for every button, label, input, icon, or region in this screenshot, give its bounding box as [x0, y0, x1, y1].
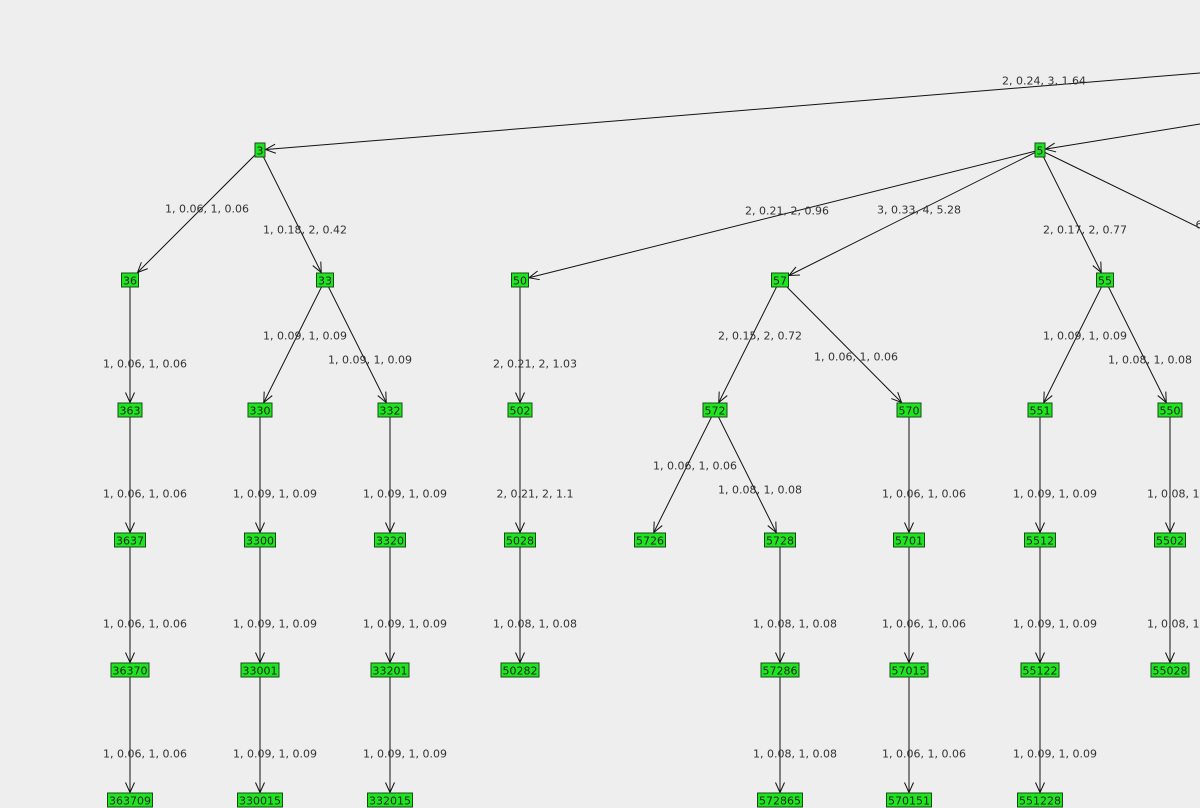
tree-node-572865[interactable]: 572865: [757, 793, 803, 808]
edge-n57-n570: [780, 280, 909, 410]
edge-label: 1, 0.06, 1, 0.06: [103, 748, 187, 761]
tree-node-502[interactable]: 502: [508, 403, 533, 418]
edge-label: 1, 0.08, 1, 0.08: [718, 484, 802, 497]
edge-label: 1, 0.18, 2, 0.42: [263, 224, 347, 237]
tree-node-55028[interactable]: 55028: [1151, 663, 1190, 678]
edge-label: 1, 0.08, 1,: [1147, 618, 1200, 631]
tree-node-330015[interactable]: 330015: [237, 793, 283, 808]
edge-label: 1, 0.09, 1, 0.09: [1013, 488, 1097, 501]
edge-label: 1, 0.09, 1, 0.09: [263, 330, 347, 343]
edge-label: 1, 0.06, 1, 0.06: [882, 748, 966, 761]
edge-label: 1, 0.06, 1, 0.06: [165, 203, 249, 216]
tree-node-55[interactable]: 55: [1096, 273, 1114, 288]
tree-node-57015[interactable]: 57015: [890, 663, 929, 678]
edge-label: 1, 0.08, 1, 0.08: [1108, 354, 1192, 367]
edge-n55-n550: [1105, 280, 1170, 410]
edge-offR2-n5: [1040, 124, 1200, 150]
edge-label: 1, 0.09, 1, 0.09: [363, 488, 447, 501]
edge-label: 1, 0.09, 1, 0.09: [1043, 330, 1127, 343]
edge-label: 2, 0.24, 3, 1.64: [1002, 75, 1086, 88]
tree-node-3[interactable]: 3: [255, 143, 266, 158]
tree-node-5728[interactable]: 5728: [764, 533, 796, 548]
tree-node-36370[interactable]: 36370: [111, 663, 150, 678]
tree-node-36[interactable]: 36: [121, 273, 139, 288]
edge-label: 1, 0.09, 1, 0.09: [233, 748, 317, 761]
tree-node-50[interactable]: 50: [511, 273, 529, 288]
tree-node-332015[interactable]: 332015: [367, 793, 413, 808]
tree-node-570151[interactable]: 570151: [886, 793, 932, 808]
edge-n33-n330: [260, 280, 325, 410]
tree-node-5701[interactable]: 5701: [893, 533, 925, 548]
edge-label: 1, 0.09, 1, 0.09: [363, 748, 447, 761]
tree-node-3320[interactable]: 3320: [374, 533, 406, 548]
edge-label: 1, 0.08, 1, 0.08: [753, 618, 837, 631]
edge-label: 2, 0.15, 2, 0.72: [718, 330, 802, 343]
edge-label: 1, 0.08, 1,: [1147, 488, 1200, 501]
edge-label: 2, 0.21, 2, 1.1: [497, 488, 574, 501]
edge-n57-n572: [715, 280, 780, 410]
edge-label: 1, 0.09, 1, 0.09: [363, 618, 447, 631]
tree-node-570[interactable]: 570: [897, 403, 922, 418]
edge-label: 1, 0.09, 1, 0.09: [233, 618, 317, 631]
edge-label: 1, 0.06, 1, 0.06: [103, 488, 187, 501]
tree-node-551[interactable]: 551: [1028, 403, 1053, 418]
tree-node-5028[interactable]: 5028: [504, 533, 536, 548]
edge-n33-n332: [325, 280, 390, 410]
edge-label: 1, 0.06, 1, 0.06: [103, 358, 187, 371]
edge-label: 2, 0.21, 2, 0.96: [745, 205, 829, 218]
edge-label: 2, 0.21, 2, 1.03: [493, 358, 577, 371]
tree-node-57[interactable]: 57: [771, 273, 789, 288]
edge-n572-n5728: [715, 410, 780, 540]
tree-node-572[interactable]: 572: [703, 403, 728, 418]
edge-n55-n551: [1040, 280, 1105, 410]
edge-label: 1, 0.09, 1, 0.09: [1013, 618, 1097, 631]
tree-node-50282[interactable]: 50282: [501, 663, 540, 678]
edge-n3-n33: [260, 150, 325, 280]
edge-label: 1, 0.08, 1, 0.08: [493, 618, 577, 631]
tree-node-33001[interactable]: 33001: [241, 663, 280, 678]
tree-node-5512[interactable]: 5512: [1024, 533, 1056, 548]
edge-label: 1, 0.06, 1, 0.06: [814, 351, 898, 364]
edge-label: 1, 0.08, 1, 0.08: [753, 748, 837, 761]
tree-node-550[interactable]: 550: [1158, 403, 1183, 418]
tree-node-3300[interactable]: 3300: [244, 533, 276, 548]
tree-node-363709[interactable]: 363709: [107, 793, 153, 808]
tree-node-332[interactable]: 332: [378, 403, 403, 418]
edge-label: 1, 0.09, 1, 0.09: [233, 488, 317, 501]
edge-label: 1, 0.09, 1, 0.09: [1013, 748, 1097, 761]
tree-node-5502[interactable]: 5502: [1154, 533, 1186, 548]
edge-label: 1, 0.06, 1, 0.06: [103, 618, 187, 631]
tree-node-57286[interactable]: 57286: [761, 663, 800, 678]
edge-label: 1, 0.09, 1, 0.09: [328, 354, 412, 367]
tree-node-3637[interactable]: 3637: [114, 533, 146, 548]
tree-node-5[interactable]: 5: [1035, 143, 1046, 158]
edge-n5-offR3: [1040, 150, 1200, 228]
edge-label: 2, 0.17, 2, 0.77: [1043, 224, 1127, 237]
edge-label: 3, 0.33, 4, 5.28: [877, 204, 961, 217]
edge-label: 6: [1196, 219, 1200, 232]
tree-node-55122[interactable]: 55122: [1021, 663, 1060, 678]
tree-node-33[interactable]: 33: [316, 273, 334, 288]
tree-node-5726[interactable]: 5726: [634, 533, 666, 548]
tree-node-330[interactable]: 330: [248, 403, 273, 418]
edge-label: 1, 0.06, 1, 0.06: [653, 460, 737, 473]
edge-label: 1, 0.06, 1, 0.06: [882, 618, 966, 631]
tree-node-363[interactable]: 363: [118, 403, 143, 418]
tree-node-551228[interactable]: 551228: [1017, 793, 1063, 808]
tree-node-33201[interactable]: 33201: [371, 663, 410, 678]
edge-label: 1, 0.06, 1, 0.06: [882, 488, 966, 501]
edge-n5-n55: [1040, 150, 1105, 280]
edge-n572-n5726: [650, 410, 715, 540]
